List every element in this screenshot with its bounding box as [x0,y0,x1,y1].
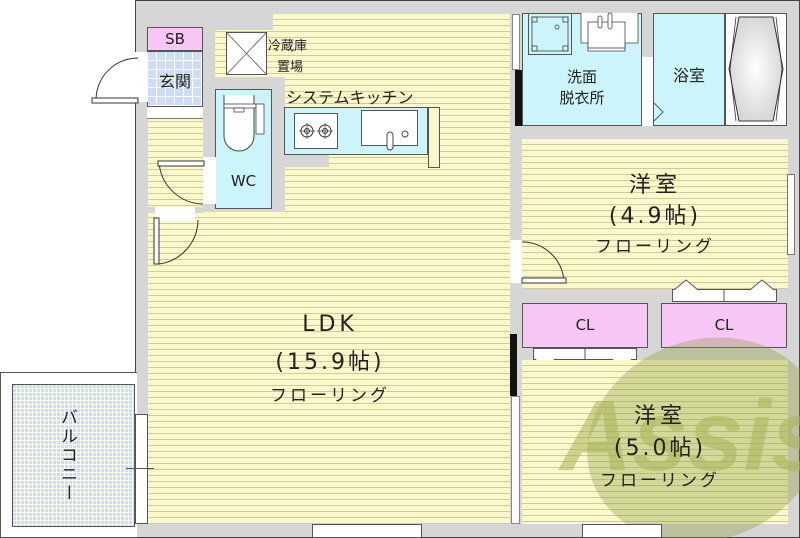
washing-machine-icon [531,16,569,52]
wc-door-opening [203,157,216,204]
room-1-window[interactable] [787,174,795,255]
ldk-title: LDK [302,312,358,337]
balcony [12,384,135,527]
western-room-1-title: 洋室 [628,173,681,198]
shoe-box-label: SB [165,30,185,48]
faucet-icon [386,130,409,151]
western-room-2-size: (5.0帖) [613,436,707,461]
stove-burner-icon [299,123,333,139]
entrance-door-opening [135,52,148,102]
wall-segment [284,155,329,167]
fridge-label-line1: 冷蔵庫 [268,39,308,54]
ldk-flooring: フローリング [270,386,390,406]
western-room-2-title: 洋室 [633,404,686,429]
fridge-cross-icon [225,31,268,76]
sliding-door-panel[interactable] [511,396,520,524]
western-room-1-size: (4.9帖) [608,204,702,229]
washroom-label-line2: 脱衣所 [559,89,605,107]
entrance-step [147,107,203,119]
western-room-1-floor [522,139,788,289]
washing-machine-space[interactable] [528,13,572,55]
closet-2[interactable] [661,303,787,348]
ldk-size: (15.9帖) [275,350,385,375]
window-mullion [126,468,154,469]
assist-watermark-logo: Assist [557,337,800,538]
wash-basin-icon [580,12,639,52]
kitchen-counter-end [428,107,440,168]
closet-1-label: CL [575,316,595,334]
room-1-door-opening [510,240,522,283]
wc-door-icon[interactable] [155,160,207,205]
ldk-bottom-window[interactable] [312,524,422,538]
closet-2-label: CL [714,316,734,334]
bath-door-opening[interactable] [642,57,654,126]
hall-door-icon[interactable] [152,208,202,268]
wc-label: WC [230,172,257,190]
entrance-label: 玄関 [158,72,191,91]
bath-door-arrow-icon [653,102,664,122]
sliding-door-panel-dark [510,334,517,396]
western-room-2-floor [522,360,788,524]
sliding-door-panel-dark [515,70,522,126]
closet-1[interactable] [522,303,648,348]
western-room-2-flooring: フローリング [600,471,720,491]
closet-2-door-arrows-icon [673,279,775,302]
bathtub-icon [728,16,784,122]
sliding-door-panel[interactable] [512,14,520,70]
bathroom-label: 浴室 [672,66,705,85]
balcony-label: バルコニー [57,407,77,503]
fridge-label-line2: 置場 [277,60,304,75]
hall-door-opening [155,207,195,221]
toilet-icon [223,95,265,152]
room-1-door-icon[interactable] [520,240,570,286]
bathroom [653,13,725,126]
balcony-window[interactable] [135,414,148,524]
washroom-label-line1: 洗面 [566,68,597,86]
western-room-1-flooring: フローリング [595,237,715,257]
kitchen-label: システムキッチン [286,88,414,107]
room-2-bottom-window[interactable] [582,524,662,538]
svg-text:Assist: Assist [557,380,800,492]
shoe-box [147,27,203,51]
entrance-door-icon[interactable] [90,55,150,105]
